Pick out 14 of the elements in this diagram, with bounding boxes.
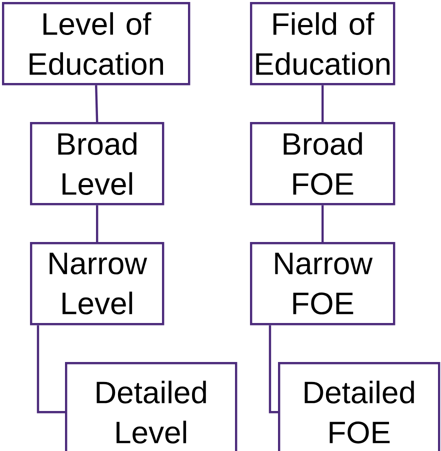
connector-line	[36, 325, 65, 414]
connector-line	[95, 85, 98, 122]
box: Broad FOE	[250, 122, 396, 206]
connector-line	[322, 85, 324, 122]
connector-line	[322, 205, 324, 242]
box: Detailed FOE	[278, 362, 440, 451]
box: Narrow FOE	[250, 242, 396, 326]
box: Field of Education	[250, 2, 396, 86]
box: Level of Education	[2, 2, 190, 86]
box: Narrow Level	[30, 242, 164, 326]
connector-line	[268, 325, 278, 414]
box: Detailed Level	[65, 362, 238, 451]
box: Broad Level	[30, 122, 164, 206]
connector-line	[96, 205, 98, 242]
